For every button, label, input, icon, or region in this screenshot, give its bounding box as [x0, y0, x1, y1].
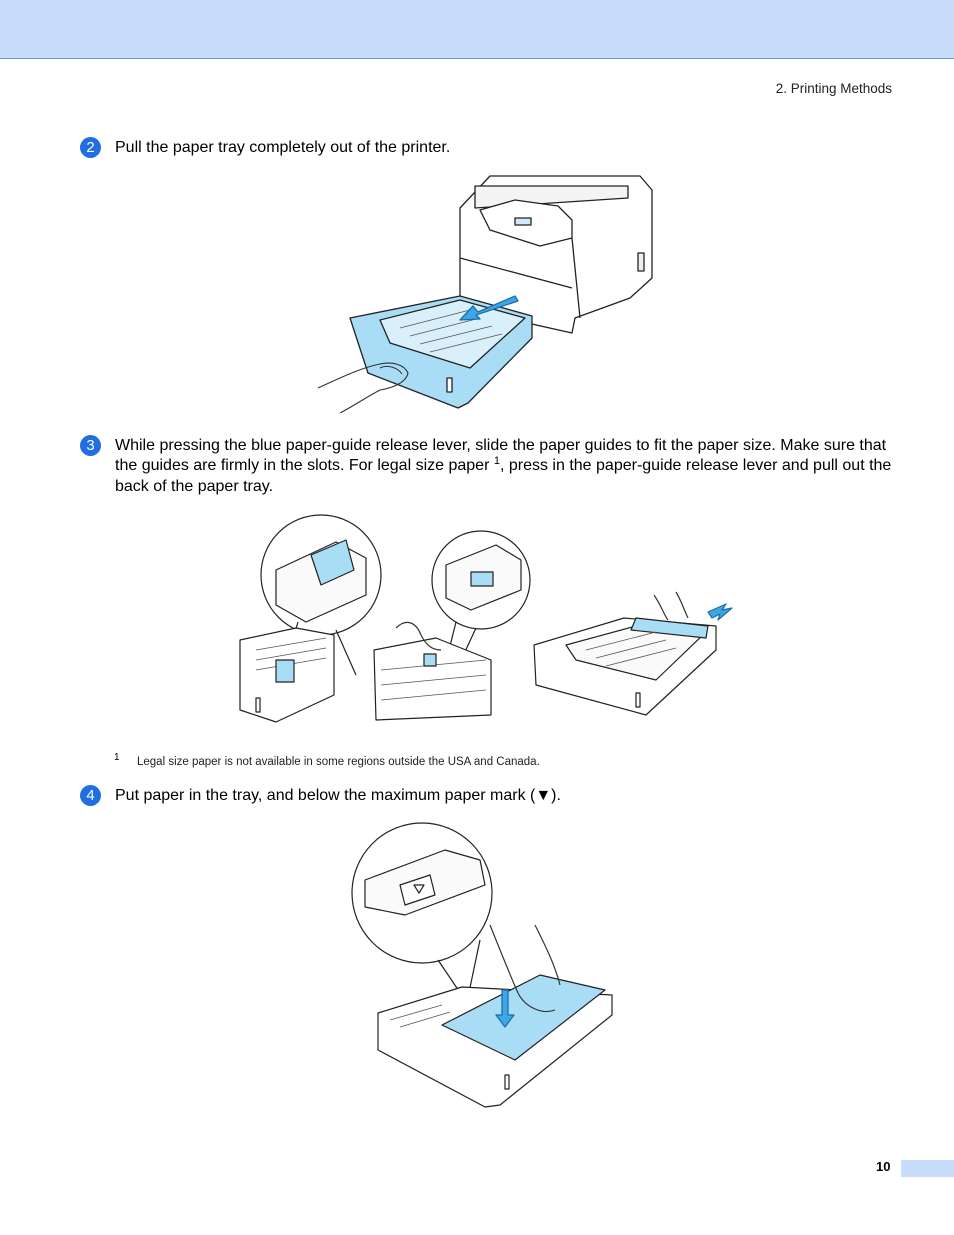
page-top-band [0, 0, 954, 59]
footnote-text: Legal size paper is not available in som… [137, 756, 540, 768]
hand-illustration [653, 591, 689, 621]
step-text-part-a: While pressing the blue paper-guide rele… [115, 437, 887, 474]
printer-tray-figure [317, 175, 653, 413]
footnote-reference[interactable]: 1 [493, 455, 500, 467]
max-paper-mark-icon [413, 884, 425, 894]
arrow-icon [459, 295, 519, 321]
section-header: 2. Printing Methods [775, 81, 892, 96]
hand-illustration [317, 362, 409, 413]
step-number: 3 [80, 435, 101, 456]
step-number: 2 [80, 137, 101, 158]
step-text: While pressing the blue paper-guide rele… [115, 436, 892, 497]
page-number-tab [901, 1160, 954, 1177]
step-text-part-b: , press in the paper-guide release lever… [115, 457, 892, 495]
step-number: 4 [80, 785, 101, 806]
arrow-icon [707, 603, 733, 621]
hand-illustration [395, 621, 442, 651]
step-text: Pull the paper tray completely out of th… [115, 139, 451, 156]
paper-guide-figure [239, 514, 733, 723]
step-text: Put paper in the tray, and below the max… [115, 787, 561, 804]
hand-illustration [489, 924, 561, 1013]
paper-load-figure [351, 822, 613, 1108]
page-number: 10 [876, 1159, 891, 1174]
footnote-mark: 1 [114, 752, 120, 763]
arrow-icon [495, 989, 515, 1028]
